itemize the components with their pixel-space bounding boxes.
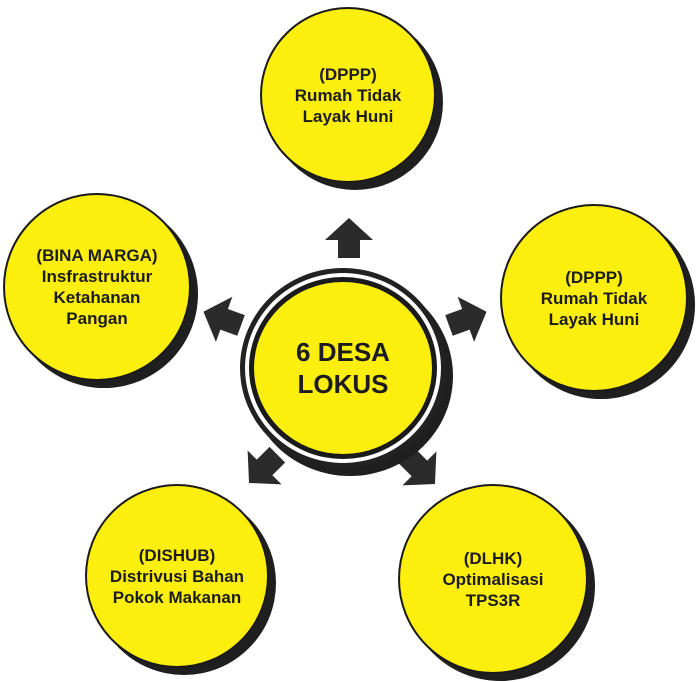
node-dppp-top: (DPPP) Rumah Tidak Layak Huni bbox=[260, 7, 436, 183]
node-label-line: Layak Huni bbox=[302, 106, 394, 126]
node-label-line: Layak Huni bbox=[548, 309, 640, 329]
node-label-line: Optimalisasi bbox=[442, 569, 544, 589]
node-label-line: Rumah Tidak bbox=[540, 288, 648, 308]
node-label-line: Rumah Tidak bbox=[294, 85, 402, 105]
node-center-6-desa-lokus: 6 DESA LOKUS bbox=[249, 277, 437, 459]
node-bina-marga: (BINA MARGA) Insfrastruktur Ketahanan Pa… bbox=[3, 193, 191, 381]
node-dlhk: (DLHK) Optimalisasi TPS3R bbox=[398, 484, 588, 674]
node-label-line: (DPPP) bbox=[319, 64, 377, 84]
node-dishub: (DISHUB) Distrivusi Bahan Pokok Makanan bbox=[85, 484, 269, 668]
center-label-line: LOKUS bbox=[297, 369, 389, 399]
arrow-to-left bbox=[195, 289, 250, 349]
node-label-line: (BINA MARGA) bbox=[36, 246, 158, 265]
node-label-line: (DLHK) bbox=[463, 548, 523, 568]
node-label-line: (DPPP) bbox=[565, 267, 623, 287]
node-dppp-right: (DPPP) Rumah Tidak Layak Huni bbox=[500, 204, 688, 392]
arrow-to-right bbox=[440, 289, 495, 349]
arrow-to-bottom-right bbox=[389, 438, 452, 501]
node-label-line: Pokok Makanan bbox=[112, 587, 242, 607]
node-label-line: Distrivusi Bahan bbox=[109, 566, 245, 586]
arrow-to-top bbox=[325, 218, 373, 258]
center-label-line: 6 DESA bbox=[296, 337, 390, 367]
node-label-line: (DISHUB) bbox=[138, 545, 216, 565]
node-label-line: Pangan bbox=[66, 309, 128, 328]
node-label-line: Ketahanan bbox=[53, 288, 141, 307]
arrow-to-bottom-left bbox=[232, 437, 295, 500]
node-label-line: Insfrastruktur bbox=[41, 267, 153, 286]
node-label-line: TPS3R bbox=[465, 590, 521, 610]
